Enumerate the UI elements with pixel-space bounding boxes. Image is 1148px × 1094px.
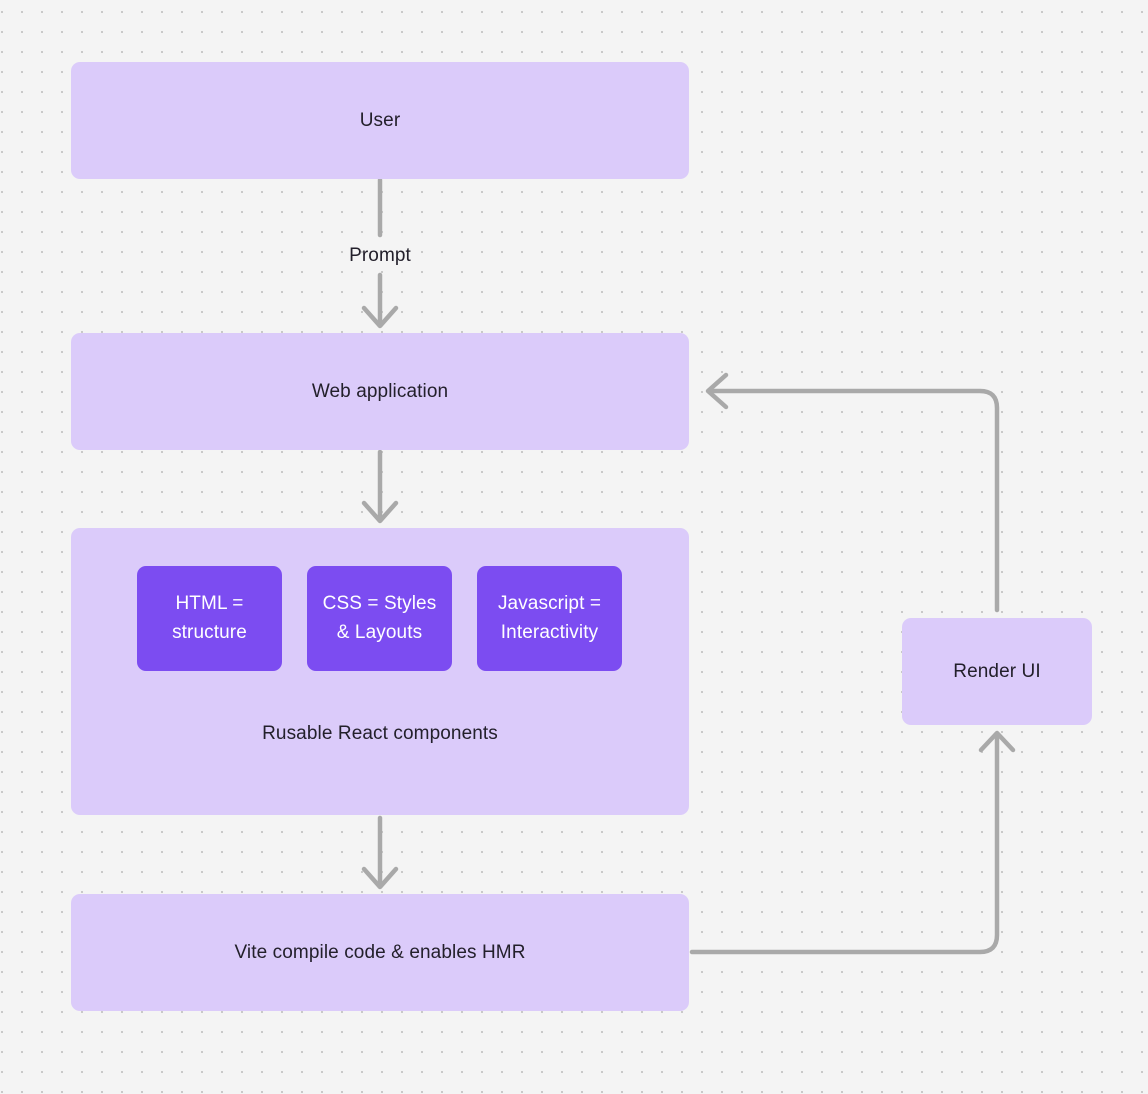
node-html-chip-line1: HTML = (175, 593, 244, 614)
node-css-chip[interactable]: CSS = Styles & Layouts (307, 566, 452, 671)
connector-vite-to-render-ui (689, 731, 1000, 955)
node-css-chip-text: CSS = Styles & Layouts (323, 590, 437, 647)
node-html-chip-text: HTML = structure (172, 590, 247, 647)
node-render-ui-label: Render UI (953, 660, 1041, 682)
arrowhead-components-to-vite (361, 866, 399, 890)
node-javascript-chip-text: Javascript = Interactivity (498, 590, 601, 647)
node-html-chip-line2: structure (172, 621, 247, 643)
connector-render-ui-to-web-application (707, 388, 1000, 613)
edge-label-prompt: Prompt (330, 245, 430, 267)
node-vite-label: Vite compile code & enables HMR (234, 941, 526, 963)
node-javascript-chip-line1: Javascript = (497, 593, 602, 614)
arrowhead-vite-to-render-ui (978, 730, 1016, 753)
node-javascript-chip[interactable]: Javascript = Interactivity (477, 566, 622, 671)
node-web-application-label: Web application (311, 380, 449, 402)
edge-label-prompt-text: Prompt (349, 245, 411, 266)
node-web-application[interactable]: Web application (71, 333, 689, 450)
node-html-chip[interactable]: HTML = structure (137, 566, 282, 671)
arrowhead-render-ui-to-web-application (705, 372, 729, 410)
node-user-label: User (359, 109, 401, 131)
arrowhead-web-application-to-components (361, 500, 399, 524)
group-caption-text: Rusable React components (262, 723, 498, 744)
node-render-ui[interactable]: Render UI (902, 618, 1092, 725)
arrowhead-prompt-to-web-application (361, 305, 399, 329)
node-css-chip-line1: CSS = Styles (322, 593, 437, 614)
node-css-chip-line2: & Layouts (336, 621, 423, 643)
group-caption-react-components: Rusable React components (71, 720, 689, 748)
node-vite[interactable]: Vite compile code & enables HMR (71, 894, 689, 1011)
node-user[interactable]: User (71, 62, 689, 179)
node-javascript-chip-line2: Interactivity (500, 621, 599, 643)
